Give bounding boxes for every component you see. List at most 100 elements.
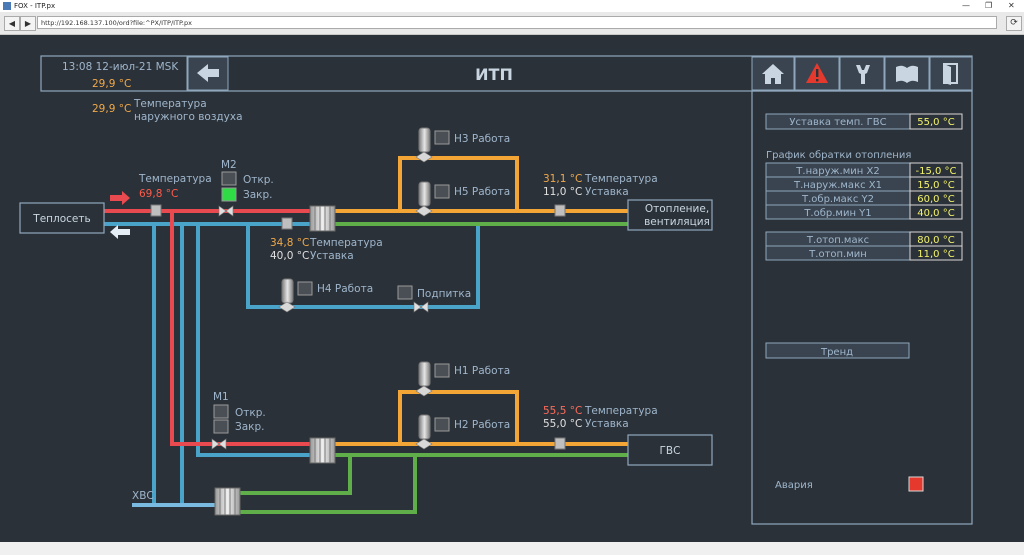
- gvs-setpoint-label: Уставка: [585, 418, 629, 430]
- svg-text:Т.обр.мин Y1: Т.обр.мин Y1: [803, 208, 871, 219]
- graph-row-value-input[interactable]: 40,0 °C: [909, 204, 963, 220]
- trend-button[interactable]: Тренд: [765, 342, 910, 359]
- forward-icon[interactable]: ▶: [20, 16, 36, 31]
- graph-row: Т.наруж.мин X2: [765, 162, 911, 178]
- minimize-icon[interactable]: —: [962, 1, 970, 10]
- svg-text:вентиляция: вентиляция: [644, 216, 710, 228]
- heating-setpoint-label: Уставка: [585, 186, 629, 198]
- valve-m2-open-indicator: [221, 171, 237, 186]
- graph-row: Т.наруж.макс X1: [765, 176, 911, 192]
- app-icon: [3, 2, 11, 10]
- nav-tools-button[interactable]: [839, 56, 885, 91]
- heat-exchanger-gvs-stage2: [309, 437, 336, 464]
- valve-m2-closed-indicator: [221, 187, 237, 202]
- orange-pipes: [333, 156, 630, 446]
- pump-h4-status-indicator: [297, 281, 313, 296]
- return-temp-value: 34,8 °C: [270, 237, 309, 249]
- pump-h3[interactable]: [415, 127, 433, 163]
- heat-exchanger-heating: [309, 205, 336, 232]
- nav-exit-button[interactable]: [929, 56, 973, 91]
- back-button[interactable]: [187, 56, 229, 91]
- svg-text:60,0 °C: 60,0 °C: [917, 194, 954, 205]
- svg-text:Т.наруж.мин X2: Т.наруж.мин X2: [795, 166, 879, 177]
- pump-h1-label: Н1 Работа: [454, 365, 510, 377]
- heating-temp-label: Температура: [584, 173, 658, 185]
- window-title: FOX - ITP.px: [14, 2, 56, 10]
- makeup-label: Подпитка: [417, 288, 471, 300]
- nav-home-button[interactable]: [751, 56, 795, 91]
- heat-row-value-input[interactable]: 80,0 °C: [909, 231, 963, 247]
- makeup-valve[interactable]: [413, 301, 429, 313]
- gvs-setpoint-value: 55,0 °C: [543, 418, 582, 430]
- gvs-temp-label: Температура: [584, 405, 658, 417]
- pump-h3-label: Н3 Работа: [454, 133, 510, 145]
- cold-water-label: ХВС: [132, 490, 154, 502]
- svg-text:Теплосеть: Теплосеть: [32, 213, 90, 225]
- graph-row-value-input[interactable]: 15,0 °C: [909, 176, 963, 192]
- back-arrow-icon: [197, 64, 219, 82]
- supply-arrow-icon: [110, 191, 130, 205]
- page-title: ИТП: [475, 65, 513, 84]
- svg-text:Отопление,: Отопление,: [645, 203, 709, 215]
- svg-text:11,0 °C: 11,0 °C: [917, 249, 954, 260]
- nav-alarm-button[interactable]: [794, 56, 840, 91]
- valve-m1-closed-indicator: [213, 419, 229, 434]
- status-bar: [0, 542, 1024, 555]
- supply-temp-sensor: [150, 204, 162, 217]
- heat-row: Т.отоп.мин: [765, 245, 911, 261]
- svg-text:40,0 °C: 40,0 °C: [917, 208, 954, 219]
- wrench-icon: [856, 65, 870, 84]
- valve-m1[interactable]: [211, 438, 227, 450]
- pump-h5-status-indicator: [434, 184, 450, 199]
- window-titlebar: FOX - ITP.px — ❐ ✕: [0, 0, 1024, 12]
- close-icon[interactable]: ✕: [1008, 1, 1015, 10]
- outside-temp-label2: наружного воздуха: [134, 111, 243, 123]
- hot-pipes: [104, 209, 310, 446]
- alarm-label: Авария: [775, 480, 813, 491]
- graph-row-value-input[interactable]: -15,0 °C: [909, 162, 963, 178]
- pump-h4[interactable]: [278, 278, 296, 313]
- svg-text:Т.отоп.мин: Т.отоп.мин: [808, 249, 867, 260]
- heating-box: Отопление, вентиляция: [627, 199, 713, 231]
- makeup-status-indicator: [397, 285, 413, 300]
- settings-panel: [751, 90, 973, 525]
- gvs-setpoint-input[interactable]: 55,0 °C: [909, 113, 963, 130]
- pump-h5[interactable]: [415, 181, 433, 217]
- back-icon[interactable]: ◀: [4, 16, 20, 31]
- svg-text:55,0 °C: 55,0 °C: [917, 117, 954, 128]
- valve-m1-open-label: Откр.: [235, 407, 266, 419]
- graph-row: Т.обр.мин Y1: [765, 204, 911, 220]
- heat-row: Т.отоп.макс: [765, 231, 911, 247]
- svg-text:Т.обр.макс Y2: Т.обр.макс Y2: [801, 194, 874, 205]
- svg-text:Т.наруж.макс X1: Т.наруж.макс X1: [793, 180, 882, 191]
- pump-h2-label: Н2 Работа: [454, 419, 510, 431]
- pump-h1[interactable]: [415, 361, 433, 397]
- heating-setpoint-value: 11,0 °C: [543, 186, 582, 198]
- svg-text:15,0 °C: 15,0 °C: [917, 180, 954, 191]
- gvs-temp-value: 55,5 °C: [543, 405, 582, 417]
- valve-m2-closed-label: Закр.: [243, 189, 273, 201]
- refresh-icon[interactable]: ⟳: [1006, 16, 1022, 31]
- cold-pipes: [102, 222, 480, 507]
- outside-temp-value: 29,9 °C: [92, 103, 131, 115]
- address-input[interactable]: http://192.168.137.100/ord?file:^PX/ITP/…: [37, 16, 997, 29]
- maximize-icon[interactable]: ❐: [985, 1, 993, 10]
- return-temp-sensor: [281, 217, 293, 230]
- pump-h4-label: Н4 Работа: [317, 283, 373, 295]
- graph-row-value-input[interactable]: 60,0 °C: [909, 190, 963, 206]
- heating-temp-value: 31,1 °C: [543, 173, 582, 185]
- heat-row-value-input[interactable]: 11,0 °C: [909, 245, 963, 261]
- alarm-indicator: [908, 476, 924, 492]
- outside-temp-label: Температура: [133, 98, 207, 110]
- return-arrow-icon: [110, 225, 130, 239]
- browser-toolbar: ◀ ▶ http://192.168.137.100/ord?file:^PX/…: [0, 12, 1024, 35]
- gvs-setpoint-row: Уставка темп. ГВС: [765, 113, 911, 130]
- pump-h2[interactable]: [415, 414, 433, 450]
- valve-m2[interactable]: [218, 205, 234, 217]
- return-setpoint-value: 40,0 °C: [270, 250, 309, 262]
- book-icon: [896, 65, 918, 83]
- valve-m2-name: M2: [221, 159, 237, 171]
- nav-docs-button[interactable]: [884, 56, 930, 91]
- pump-h5-label: Н5 Работа: [454, 186, 510, 198]
- supply-temp-value: 69,8 °C: [139, 188, 178, 200]
